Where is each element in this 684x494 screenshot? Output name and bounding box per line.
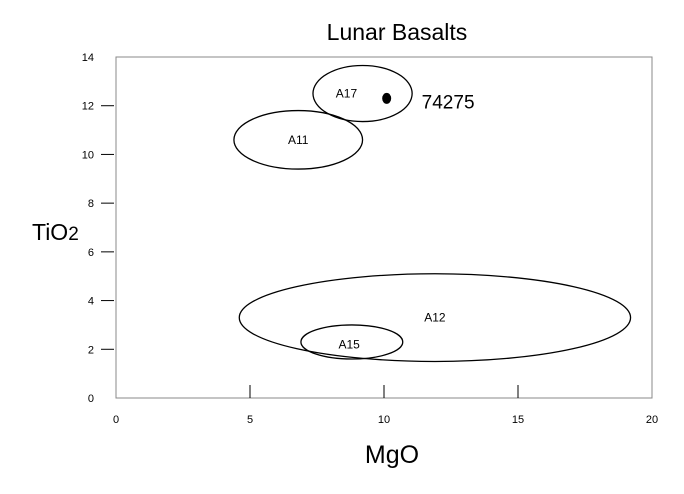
field-label-a12: A12 bbox=[424, 311, 446, 325]
y-axis-label: TiO2 bbox=[32, 219, 79, 245]
field-ellipse-a17 bbox=[312, 64, 413, 123]
x-tick-label: 15 bbox=[512, 414, 524, 426]
axis-ticks: 0 5 10 15 20 0 2 4 6 8 10 12 14 bbox=[82, 52, 658, 426]
plot-frame bbox=[115, 56, 653, 399]
y-axis-label-subscript: 2 bbox=[68, 224, 79, 245]
field-label-a17: A17 bbox=[336, 87, 358, 101]
field-label-a15: A15 bbox=[338, 337, 360, 351]
points: 74275 bbox=[382, 92, 475, 113]
y-axis-label-main: TiO bbox=[32, 219, 68, 245]
x-tick-label: 5 bbox=[247, 414, 253, 426]
y-tick-label: 2 bbox=[88, 344, 94, 356]
y-tick-label: 8 bbox=[88, 198, 94, 210]
field-ellipse-a11 bbox=[233, 109, 364, 170]
y-tick-label: 10 bbox=[82, 149, 94, 161]
y-tick-label: 12 bbox=[82, 101, 94, 113]
x-axis-label: MgO bbox=[365, 441, 419, 469]
field-label-a11: A11 bbox=[288, 133, 309, 147]
data-point-74275 bbox=[382, 92, 392, 104]
data-point-label: 74275 bbox=[422, 92, 475, 113]
x-tick-label: 10 bbox=[378, 414, 390, 426]
field-ellipse-a15 bbox=[300, 324, 404, 360]
y-tick-label: 6 bbox=[88, 247, 94, 259]
chart-title: Lunar Basalts bbox=[327, 19, 468, 45]
y-tick-label: 0 bbox=[88, 393, 94, 405]
y-tick-label: 4 bbox=[88, 296, 94, 308]
x-tick-label: 0 bbox=[113, 414, 119, 426]
y-tick-label: 14 bbox=[82, 52, 94, 64]
x-tick-label: 20 bbox=[646, 414, 658, 426]
field-ellipse-a12 bbox=[238, 273, 632, 363]
